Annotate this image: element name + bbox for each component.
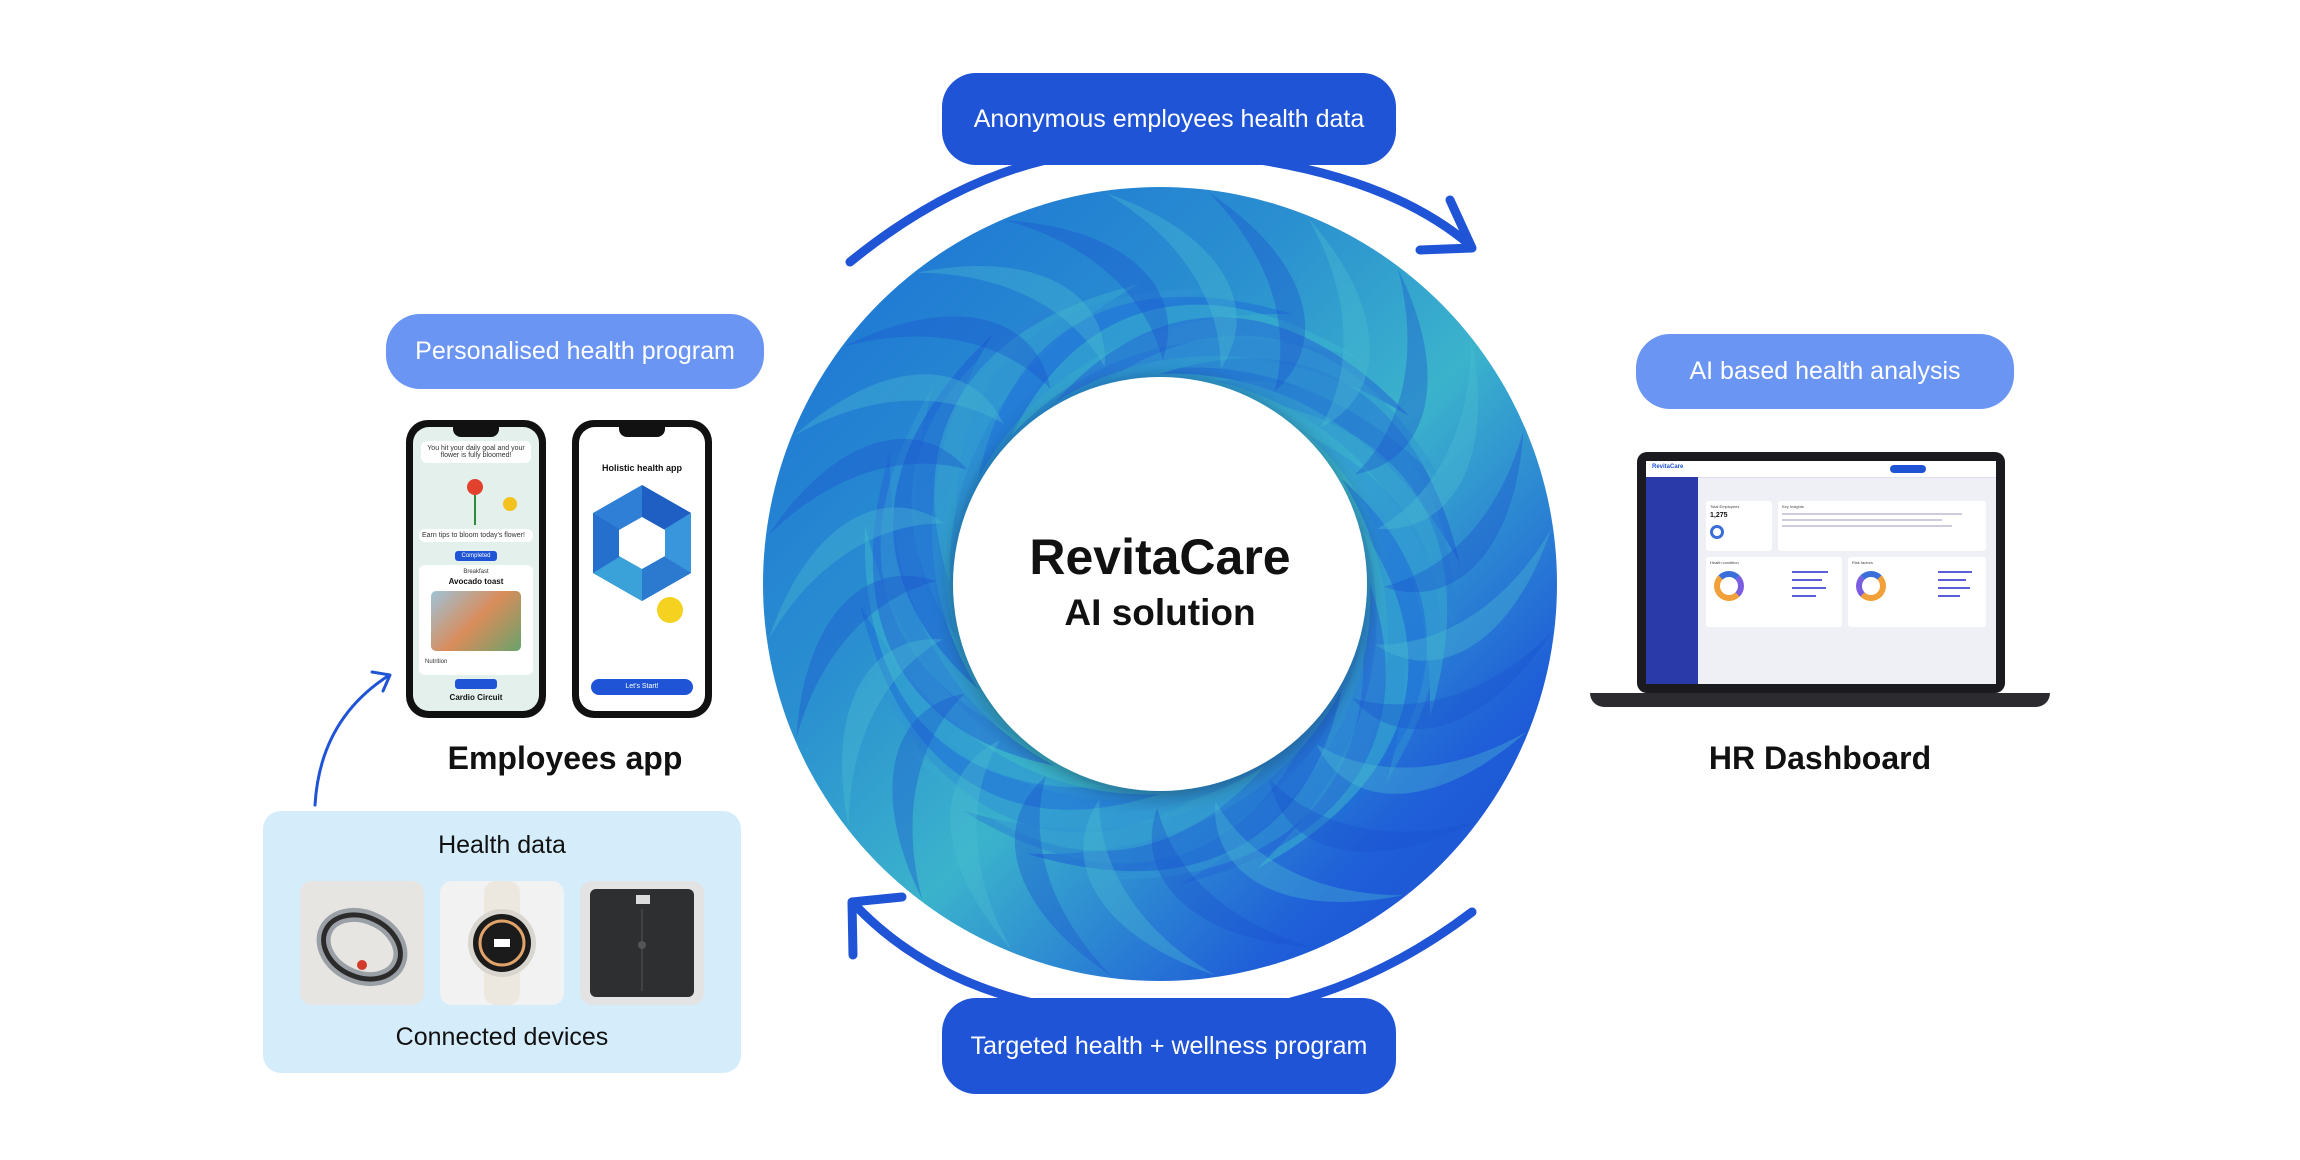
connected-devices-panel: Health data Connected devices <box>263 811 741 1073</box>
ring-petal <box>1214 380 1456 643</box>
smart-ring-card <box>300 881 424 1005</box>
insights-label: Key Insights <box>1782 504 1804 509</box>
ring-petal-outer <box>950 740 1013 951</box>
mascot-icon <box>503 497 517 511</box>
ring-petal-outer <box>1269 779 1476 852</box>
ring-petal-outer <box>1014 776 1112 977</box>
devices-to-app-arrowhead <box>370 670 392 693</box>
ring-petal-outer <box>1208 191 1306 392</box>
ring-petal-outer <box>1355 268 1428 475</box>
hexagon-wheel <box>593 485 691 601</box>
ring-petal <box>1105 335 1445 488</box>
health-data-label: Health data <box>438 831 566 859</box>
bottom-arrowhead <box>847 892 907 960</box>
ring-petal-outer <box>1215 800 1404 902</box>
devices-to-app-arrow <box>313 674 390 807</box>
ring-petal-outer <box>1316 731 1527 794</box>
donut-chart-risk <box>1856 571 1886 601</box>
ring-center <box>953 377 1367 791</box>
center-title: RevitaCare <box>1029 529 1291 585</box>
ring-petal-pattern <box>767 191 1553 977</box>
meal-type: Breakfast <box>463 569 489 575</box>
ring-petal <box>978 296 1293 479</box>
mascot-icon <box>657 597 683 623</box>
center-subtitle: AI solution <box>1064 592 1256 633</box>
top-arrowhead <box>1415 195 1477 255</box>
laptop-mockup: RevitaCare Total Employees 1,275 Key Ins… <box>1637 452 2005 693</box>
caption-hr-dashboard: HR Dashboard <box>1708 740 1932 776</box>
dashboard-sidebar <box>1646 477 1698 684</box>
smart-scale-icon <box>590 889 694 997</box>
pill-ai-analysis: AI based health analysis <box>1636 334 2014 409</box>
ring-petal-outer <box>796 575 937 739</box>
ring-petal-outer <box>768 507 945 639</box>
panel-health-condition: Health condition <box>1710 560 1739 565</box>
ring-petal-outer <box>793 374 1004 437</box>
nutrition-label: Nutrition <box>425 659 448 665</box>
smart-ring-icon <box>316 907 408 987</box>
ring-petal <box>1327 479 1427 834</box>
pill-targeted-program: Targeted health + wellness program <box>942 998 1396 1094</box>
smart-watch-icon <box>468 881 536 1005</box>
ring-petal <box>1265 402 1448 717</box>
ring-petal <box>872 451 1055 766</box>
activity-name: Cardio Circuit <box>449 693 503 702</box>
ring-petal-outer <box>1352 632 1553 730</box>
ring-petal <box>910 751 1265 851</box>
ring-petal-outer <box>1005 220 1169 361</box>
ring-petal <box>1101 638 1364 880</box>
donut-chart-health <box>1714 571 1744 601</box>
bloom-prompt: Earn tips to bloom today's flower! <box>419 529 533 542</box>
total-employees-label: Total Employees <box>1710 504 1740 509</box>
dashboard-brand: RevitaCare <box>1652 464 1684 470</box>
phone-mockup-holistic: Holistic health app Let's Start! <box>572 420 712 718</box>
caption-employees-app: Employees app <box>447 740 683 776</box>
ring-petal <box>1055 317 1410 417</box>
ring-petal-outer <box>892 693 965 900</box>
ring-petal-outer <box>767 438 968 536</box>
ring-petal <box>893 334 993 689</box>
lets-start-button[interactable]: Let's Start! <box>591 679 693 695</box>
holistic-title: Holistic health app <box>601 463 682 473</box>
completed-badge: Completed <box>455 551 497 561</box>
ring-petal-outer <box>1105 192 1237 369</box>
phone-mockup-goal: You hit your daily goal and your flower … <box>406 420 546 718</box>
ring-petal-outer <box>1383 429 1524 593</box>
ring-petal <box>864 525 1106 788</box>
pill-personalised-program: Personalised health program <box>386 314 764 389</box>
ring-petal-outer <box>1083 799 1215 976</box>
connected-devices-label: Connected devices <box>395 1023 609 1051</box>
goal-message: You hit your daily goal and your flower … <box>421 441 531 463</box>
total-employees-value: 1,275 <box>1710 512 1728 519</box>
ring-petal <box>956 288 1219 530</box>
ring-petal-outer <box>842 639 944 828</box>
ring-petal-outer <box>1376 340 1478 529</box>
meal-name: Avocado toast <box>448 577 504 586</box>
ring-petal-outer <box>844 316 1051 389</box>
ring-petal-outer <box>1151 807 1315 948</box>
smart-watch-card <box>440 881 564 1005</box>
ring-petal-outer <box>1307 217 1370 428</box>
ring-petal-outer <box>1375 529 1552 661</box>
avocado-toast-photo <box>431 591 521 651</box>
ring-petal-outer <box>916 266 1105 368</box>
smart-scale-card <box>580 881 704 1005</box>
ring-petal <box>1027 689 1342 872</box>
panel-risk-factors: Risk factors <box>1852 560 1873 565</box>
laptop-base <box>1590 693 2050 707</box>
pill-anonymous-data: Anonymous employees health data <box>942 73 1396 165</box>
flower-icon <box>467 479 483 495</box>
